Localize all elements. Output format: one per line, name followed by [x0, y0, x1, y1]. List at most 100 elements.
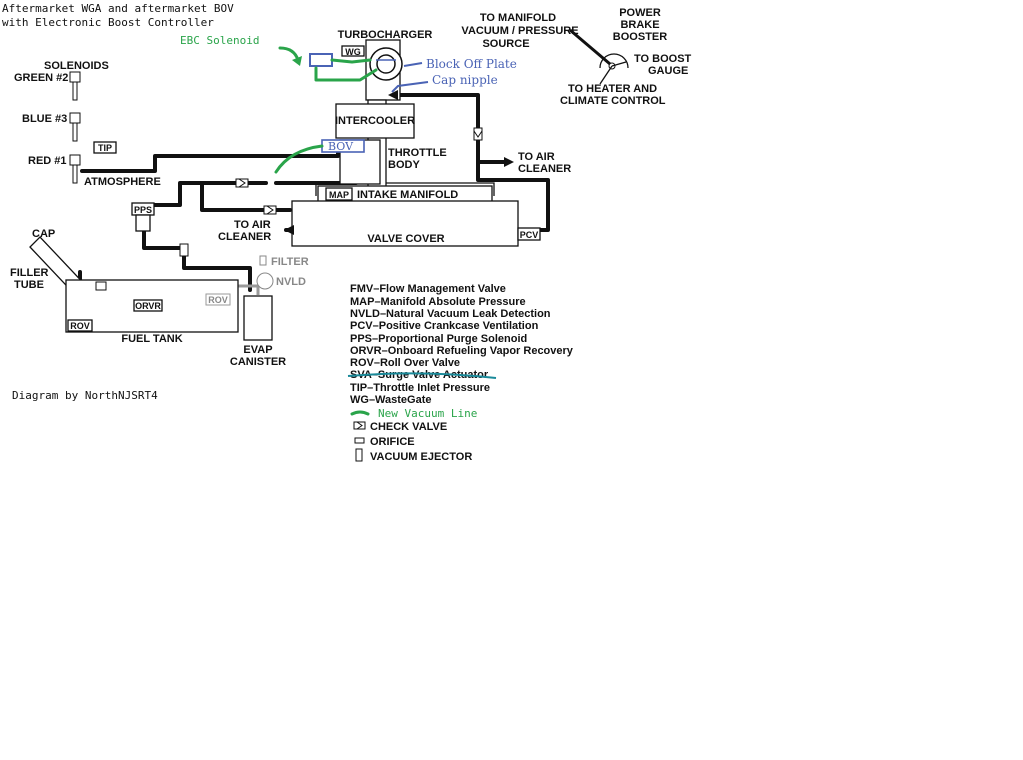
arrow-icon	[388, 90, 398, 100]
orvr-box	[133, 299, 163, 312]
to-manifold-label-1: TO MANIFOLD	[480, 12, 556, 24]
tip-box	[93, 141, 117, 154]
rov-left-label: ROV	[70, 321, 90, 331]
valve-cover-box	[291, 200, 519, 247]
new-vacuum-line	[330, 58, 372, 64]
ebc-pointer	[278, 46, 300, 62]
intercooler-label: INTERCOOLER	[335, 115, 415, 127]
evap-group: FILTER NVLD EVAP CANISTER	[230, 255, 309, 368]
vacuum-ejector-icon	[179, 243, 189, 257]
legend-item-sva: SVA–Surge Valve Actuator	[350, 369, 489, 381]
evap-label-1: EVAP	[243, 344, 272, 356]
legend-vacuum-ejector: VACUUM EJECTOR	[370, 451, 472, 463]
solenoid-icon	[69, 71, 81, 101]
pps-label: PPS	[134, 205, 152, 215]
new-line-swatch	[350, 410, 370, 416]
fuel-tank-group: CAP FILLER TUBE FUEL TANK ORVR ROV ROV	[10, 228, 239, 345]
throttle-label-2: BODY	[388, 159, 420, 171]
to-manifold-label-2: VACUUM / PRESSURE	[461, 25, 578, 37]
booster-icon	[599, 53, 629, 69]
throttle-label-1: THROTTLE	[388, 147, 447, 159]
cap-nipple-pointer	[391, 81, 429, 93]
aftermarket-annotations: EBC Solenoid Block Off Plate Cap nipple …	[180, 34, 517, 174]
new-vacuum-line	[314, 66, 378, 82]
map-label: MAP	[329, 190, 349, 200]
brake-booster-group: TO MANIFOLD VACUUM / PRESSURE SOURCE POW…	[461, 7, 691, 107]
legend: FMV–Flow Management Valve MAP–Manifold A…	[347, 283, 574, 463]
legend-item-map: MAP–Manifold Absolute Pressure	[350, 296, 526, 308]
check-valve-icon	[353, 421, 366, 430]
block-off-plate-label: Block Off Plate	[426, 57, 517, 71]
wg-label: WG	[345, 47, 361, 57]
legend-check-valve: CHECK VALVE	[370, 421, 447, 433]
filler-tube-label-1: FILLER	[10, 267, 49, 279]
header-line-2: with Electronic Boost Controller	[2, 16, 214, 29]
header-line-1: Aftermarket WGA and aftermarket BOV	[2, 2, 234, 15]
bov-label: BOV	[328, 140, 354, 153]
legend-item-wg: WG–WasteGate	[350, 394, 432, 406]
credit-label: Diagram by NorthNJSRT4	[12, 389, 158, 402]
to-air-cleaner-left-2: CLEANER	[218, 231, 271, 243]
cap-nipple-label: Cap nipple	[432, 73, 498, 87]
solenoids-label: SOLENOIDS	[44, 60, 109, 72]
power-brake-label-2: BRAKE	[620, 19, 659, 31]
turbocharger-label: TURBOCHARGER	[338, 29, 433, 41]
orifice-icon	[354, 437, 365, 444]
legend-item-fmv: FMV–Flow Management Valve	[350, 283, 506, 295]
check-valve-icon	[263, 205, 277, 215]
power-brake-label-3: BOOSTER	[613, 31, 667, 43]
rov-right-label: ROV	[208, 295, 228, 305]
wastegate-box	[341, 45, 365, 57]
legend-item-pps: PPS–Proportional Purge Solenoid	[350, 333, 527, 345]
orvr-label: ORVR	[135, 301, 161, 311]
fuel-tank-label: FUEL TANK	[121, 333, 182, 345]
to-heater-label-1: TO HEATER AND	[568, 83, 657, 95]
check-valve-icon	[95, 281, 107, 291]
engine-components: WG TURBOCHARGER INTERCOOLER THROTTLE BOD…	[218, 29, 571, 247]
solenoid-icon	[69, 112, 81, 142]
map-sensor-box	[325, 187, 353, 201]
to-air-cleaner-right-1: TO AIR	[518, 151, 555, 163]
ebc-solenoid-icon	[309, 53, 333, 67]
to-heater-label-2: CLIMATE CONTROL	[560, 95, 666, 107]
to-boost-label-2: GAUGE	[648, 65, 688, 77]
evap-label-2: CANISTER	[230, 356, 286, 368]
vacuum-ejector-icon	[355, 448, 363, 462]
ebc-solenoid-label: EBC Solenoid	[180, 34, 259, 47]
check-valve-icon	[235, 178, 249, 188]
legend-item-tip: TIP–Throttle Inlet Pressure	[350, 382, 490, 394]
pcv-label: PCV	[520, 230, 539, 240]
arrow-icon	[504, 157, 514, 167]
evap-canister-box	[243, 295, 273, 341]
rov-left-box	[67, 319, 93, 332]
valve-cover-label: VALVE COVER	[367, 233, 444, 245]
legend-item-nvld: NVLD–Natural Vacuum Leak Detection	[350, 308, 551, 320]
solenoid-group: SOLENOIDS GREEN #2 BLUE #3 RED #1 TIP AT…	[14, 60, 161, 188]
filler-tube-label-2: TUBE	[14, 279, 44, 291]
red-1-label: RED #1	[28, 155, 67, 167]
nvld-label: NVLD	[276, 276, 306, 288]
new-vacuum-line	[274, 144, 324, 174]
intercooler-box	[335, 103, 415, 139]
legend-item-pcv: PCV–Positive Crankcase Ventilation	[350, 320, 539, 332]
blue-3-label: BLUE #3	[22, 113, 67, 125]
legend-orifice: ORIFICE	[370, 436, 415, 448]
arrow-icon	[292, 56, 302, 66]
intake-manifold-label: INTAKE MANIFOLD	[357, 189, 458, 201]
green-2-label: GREEN #2	[14, 72, 68, 84]
pps-group: PPS	[131, 202, 189, 257]
check-valve-icon	[473, 127, 483, 141]
legend-item-rov: ROV–Roll Over Valve	[350, 357, 460, 369]
strikethrough-mark	[347, 372, 497, 379]
cap-label: CAP	[32, 228, 55, 240]
rov-right-box	[205, 293, 231, 306]
arrow-icon	[284, 225, 294, 235]
nvld-icon	[256, 272, 274, 290]
to-air-cleaner-right-2: CLEANER	[518, 163, 571, 175]
to-manifold-label-3: SOURCE	[482, 38, 529, 50]
legend-item-orvr: ORVR–Onboard Refueling Vapor Recovery	[350, 345, 574, 357]
filter-label: FILTER	[271, 256, 309, 268]
pps-solenoid-icon	[135, 214, 151, 232]
to-air-cleaner-left-1: TO AIR	[234, 219, 271, 231]
atmosphere-label: ATMOSPHERE	[84, 176, 161, 188]
